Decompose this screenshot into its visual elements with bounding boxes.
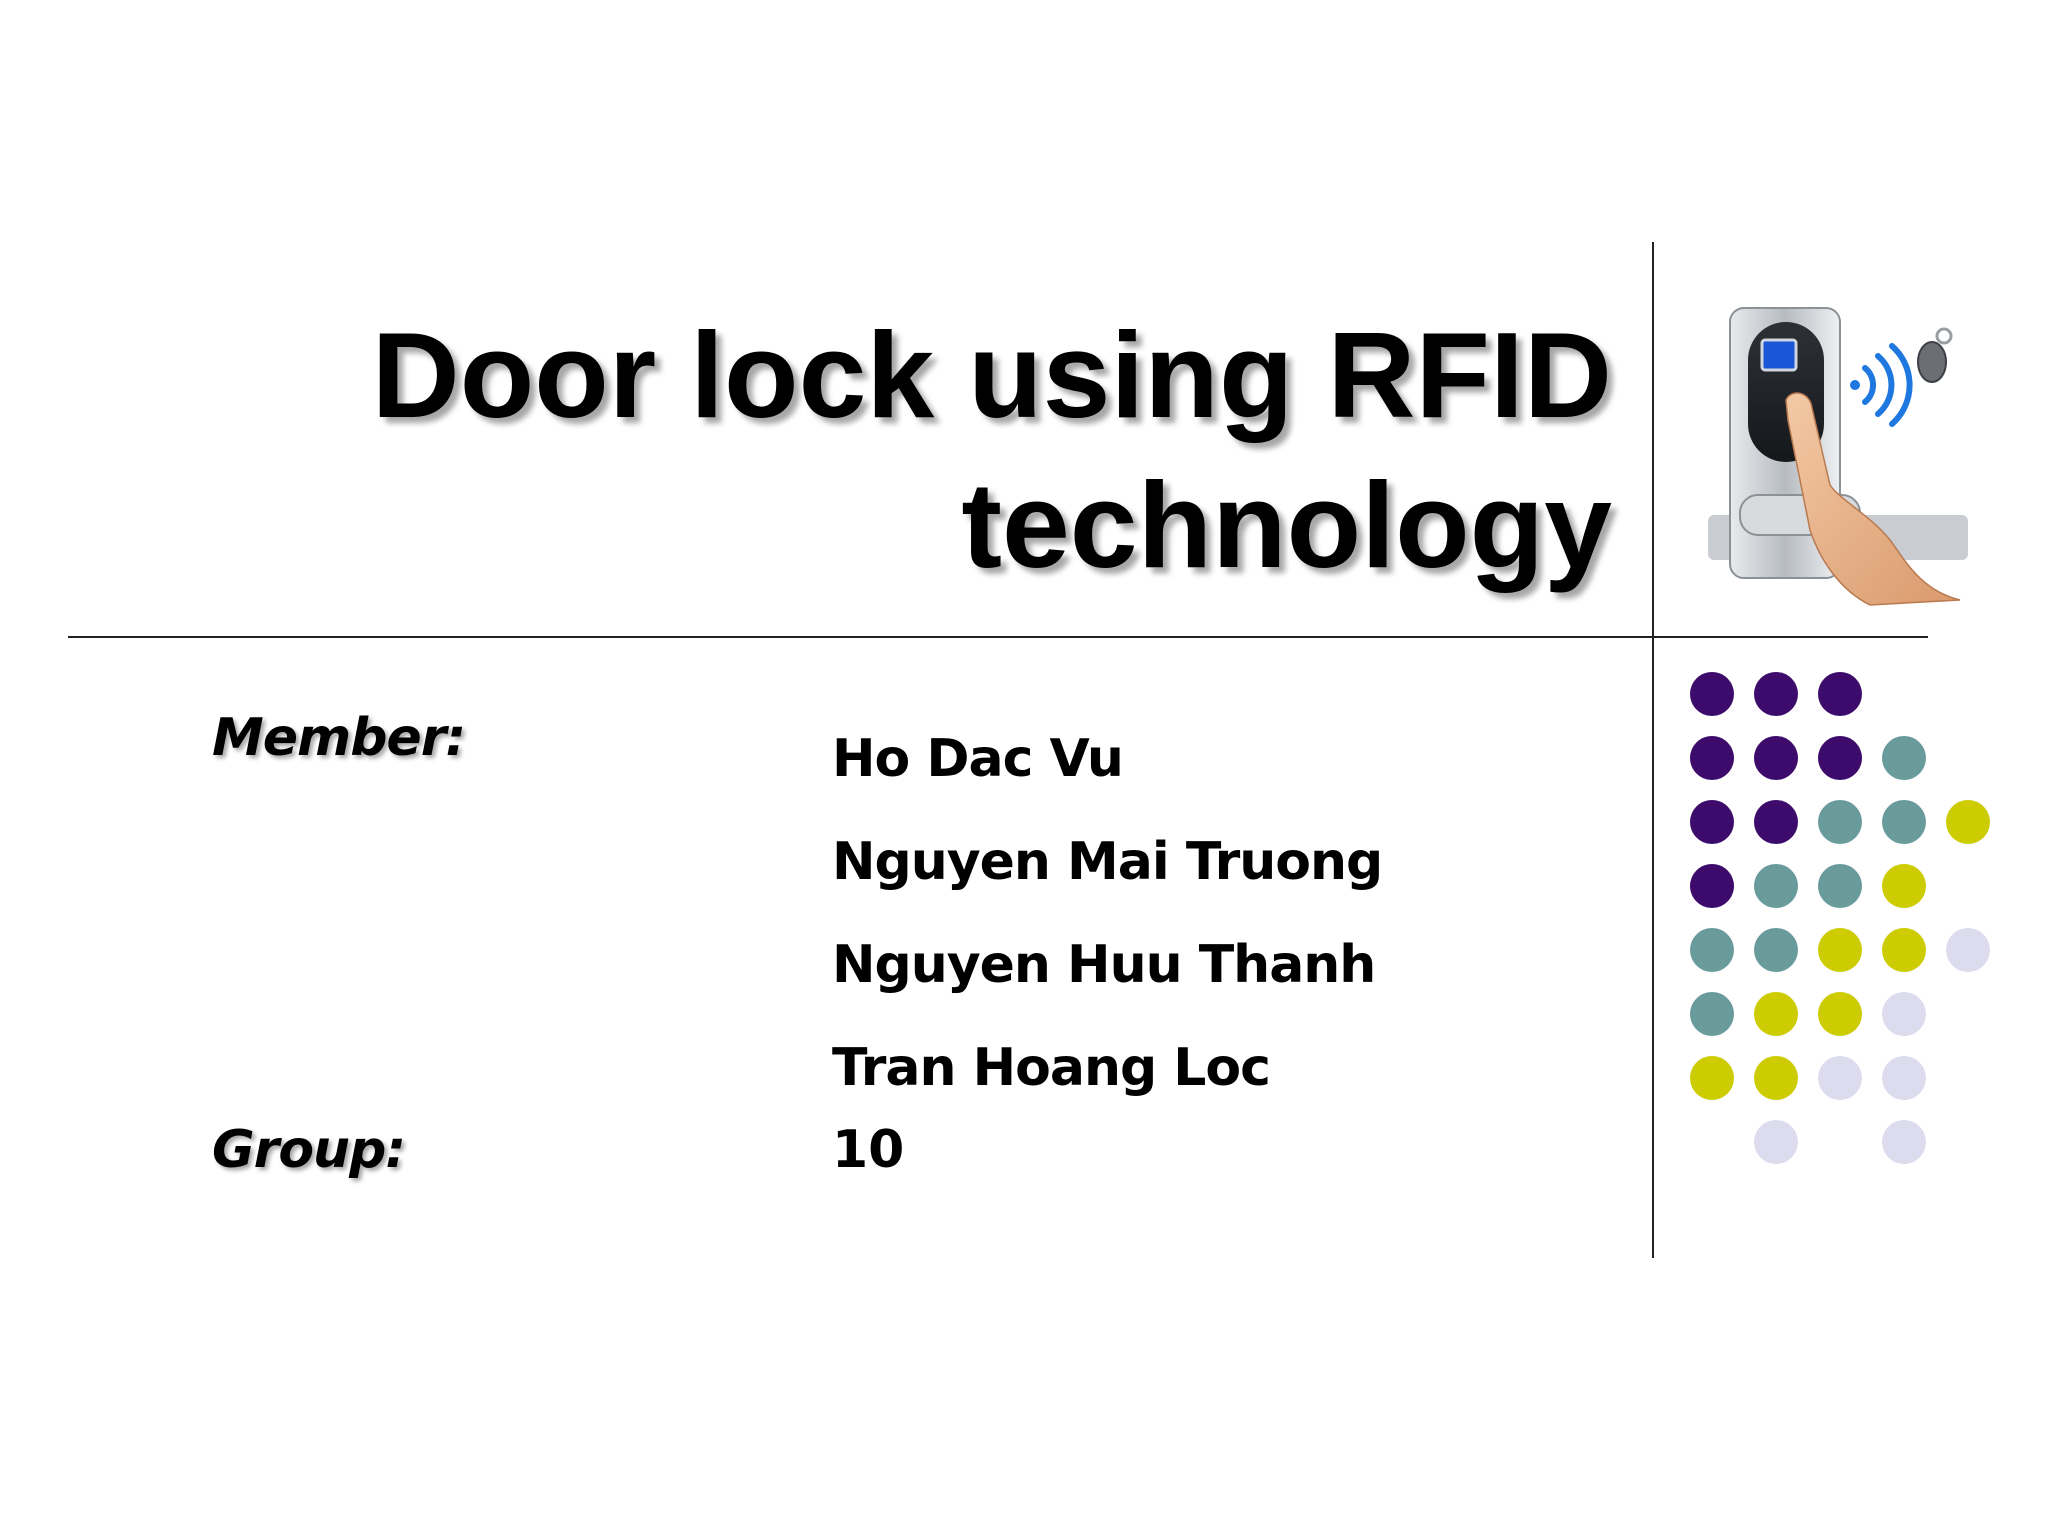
title-line-1: Door lock using RFID (371, 307, 1612, 443)
dot-teal (1690, 992, 1734, 1036)
dot-lavender (1818, 1056, 1862, 1100)
dot-lavender (1882, 1056, 1926, 1100)
vertical-divider (1652, 242, 1654, 1258)
dot-lime (1818, 928, 1862, 972)
dot-purple (1754, 672, 1798, 716)
dot-teal (1754, 864, 1798, 908)
dot-lime (1754, 992, 1798, 1036)
dot-lime (1754, 1056, 1798, 1100)
member-label: Member: (212, 708, 466, 768)
dot-lime (1818, 992, 1862, 1036)
title-line-2: technology (961, 457, 1612, 593)
group-label: Group: (212, 1120, 406, 1180)
dot-teal (1754, 928, 1798, 972)
dot-lavender (1882, 1120, 1926, 1164)
dot-teal (1818, 864, 1862, 908)
dot-lavender (1946, 928, 1990, 972)
dot-lavender (1882, 992, 1926, 1036)
dot-lime (1882, 864, 1926, 908)
dot-purple (1754, 736, 1798, 780)
dot-teal (1690, 928, 1734, 972)
member-name: Nguyen Mai Truong (832, 832, 1383, 892)
dot-purple (1690, 800, 1734, 844)
dot-teal (1818, 800, 1862, 844)
dot-purple (1690, 672, 1734, 716)
dot-purple (1818, 736, 1862, 780)
dot-purple (1690, 864, 1734, 908)
member-name: Nguyen Huu Thanh (832, 935, 1376, 995)
decorative-dot-grid (1690, 672, 2010, 1192)
slide-title: Door lock using RFID technology (212, 300, 1612, 600)
rfid-door-lock-illustration (1708, 307, 1968, 606)
dot-teal (1882, 736, 1926, 780)
dot-teal (1882, 800, 1926, 844)
dot-lime (1882, 928, 1926, 972)
dot-lime (1690, 1056, 1734, 1100)
dot-purple (1754, 800, 1798, 844)
dot-lime (1946, 800, 1990, 844)
dot-lavender (1754, 1120, 1798, 1164)
member-name: Tran Hoang Loc (832, 1038, 1271, 1098)
member-list: Ho Dac Vu Nguyen Mai Truong Nguyen Huu T… (832, 708, 1383, 1120)
horizontal-divider (68, 636, 1928, 638)
member-name: Ho Dac Vu (832, 729, 1124, 789)
group-number: 10 (832, 1120, 905, 1180)
dot-purple (1818, 672, 1862, 716)
dot-purple (1690, 736, 1734, 780)
